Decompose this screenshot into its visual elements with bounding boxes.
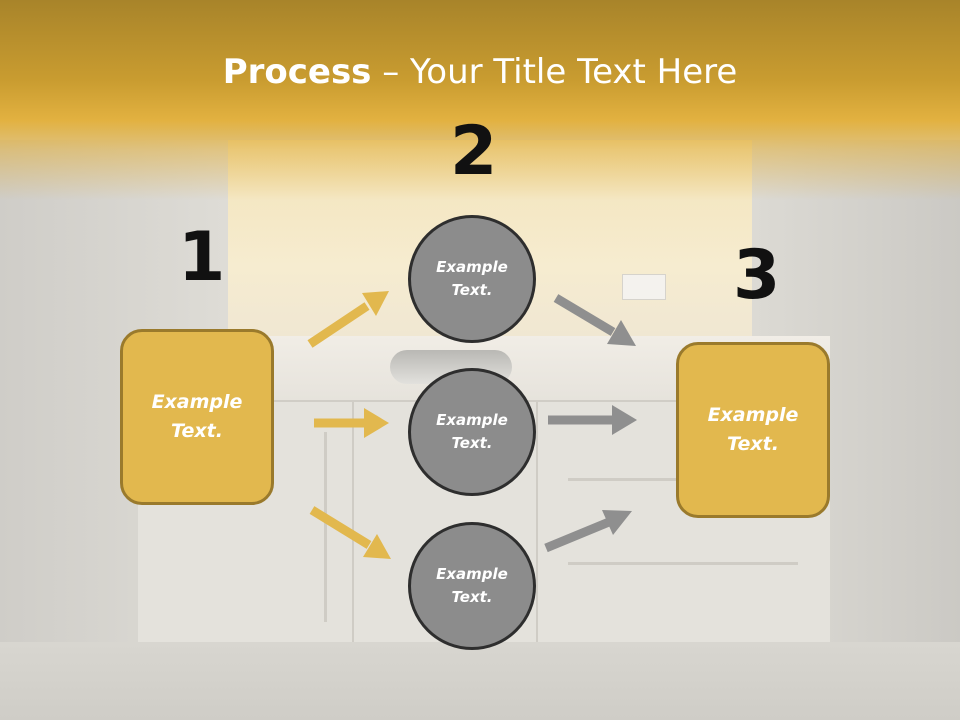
title-rest-part: – Your Title Text Here	[371, 52, 738, 92]
background-outlet	[622, 274, 666, 300]
title-band	[0, 0, 960, 200]
title-bold-part: Process	[222, 52, 372, 92]
process-box-left[interactable]: Example Text.	[120, 329, 274, 505]
process-circle-middle[interactable]: Example Text.	[408, 368, 536, 496]
arrow-left-to-bottom	[309, 506, 391, 559]
arrow-bottom-to-right	[544, 510, 632, 553]
arrow-top-to-right	[553, 294, 636, 346]
process-circle-top-label: Example Text.	[436, 258, 508, 299]
arrow-left-to-middle	[314, 408, 389, 438]
arrow-left-to-top	[307, 291, 389, 348]
step-number-2: 2	[450, 112, 498, 191]
arrow-middle-to-right	[548, 405, 637, 435]
process-box-right[interactable]: Example Text.	[676, 342, 830, 518]
slide-title: Process – Your Title Text Here	[0, 52, 960, 92]
background-floor	[0, 642, 960, 720]
process-circle-bottom-label: Example Text.	[436, 565, 508, 606]
process-circle-top[interactable]: Example Text.	[408, 215, 536, 343]
process-circle-bottom[interactable]: Example Text.	[408, 522, 536, 650]
process-box-left-label: Example Text.	[151, 391, 243, 442]
process-circle-middle-label: Example Text.	[436, 411, 508, 452]
step-number-3: 3	[733, 236, 781, 315]
step-number-1: 1	[178, 218, 226, 297]
process-box-right-label: Example Text.	[707, 404, 799, 455]
